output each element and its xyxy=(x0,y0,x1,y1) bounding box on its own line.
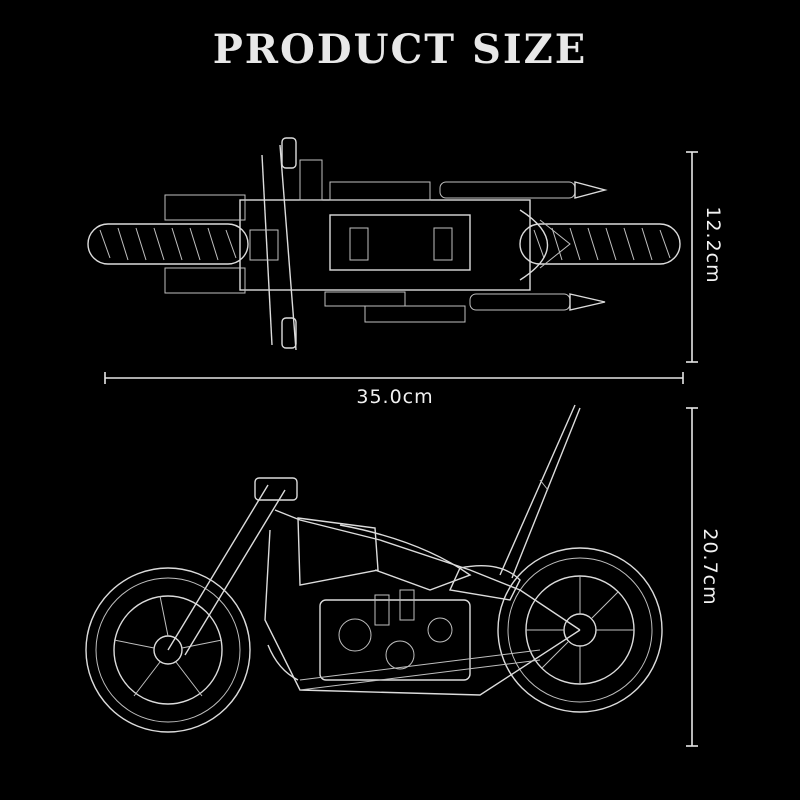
motorcycle-top-view xyxy=(87,137,681,351)
page-title: PRODUCT SIZE xyxy=(212,26,588,73)
length-label: 35.0cm xyxy=(356,386,434,408)
motorcycle-side-view xyxy=(85,404,663,733)
length-dimension-line xyxy=(104,372,684,384)
width-label: 12.2cm xyxy=(702,206,724,284)
height-dimension-line xyxy=(686,407,698,747)
width-dimension-line xyxy=(686,151,698,363)
height-label: 20.7cm xyxy=(699,528,721,606)
